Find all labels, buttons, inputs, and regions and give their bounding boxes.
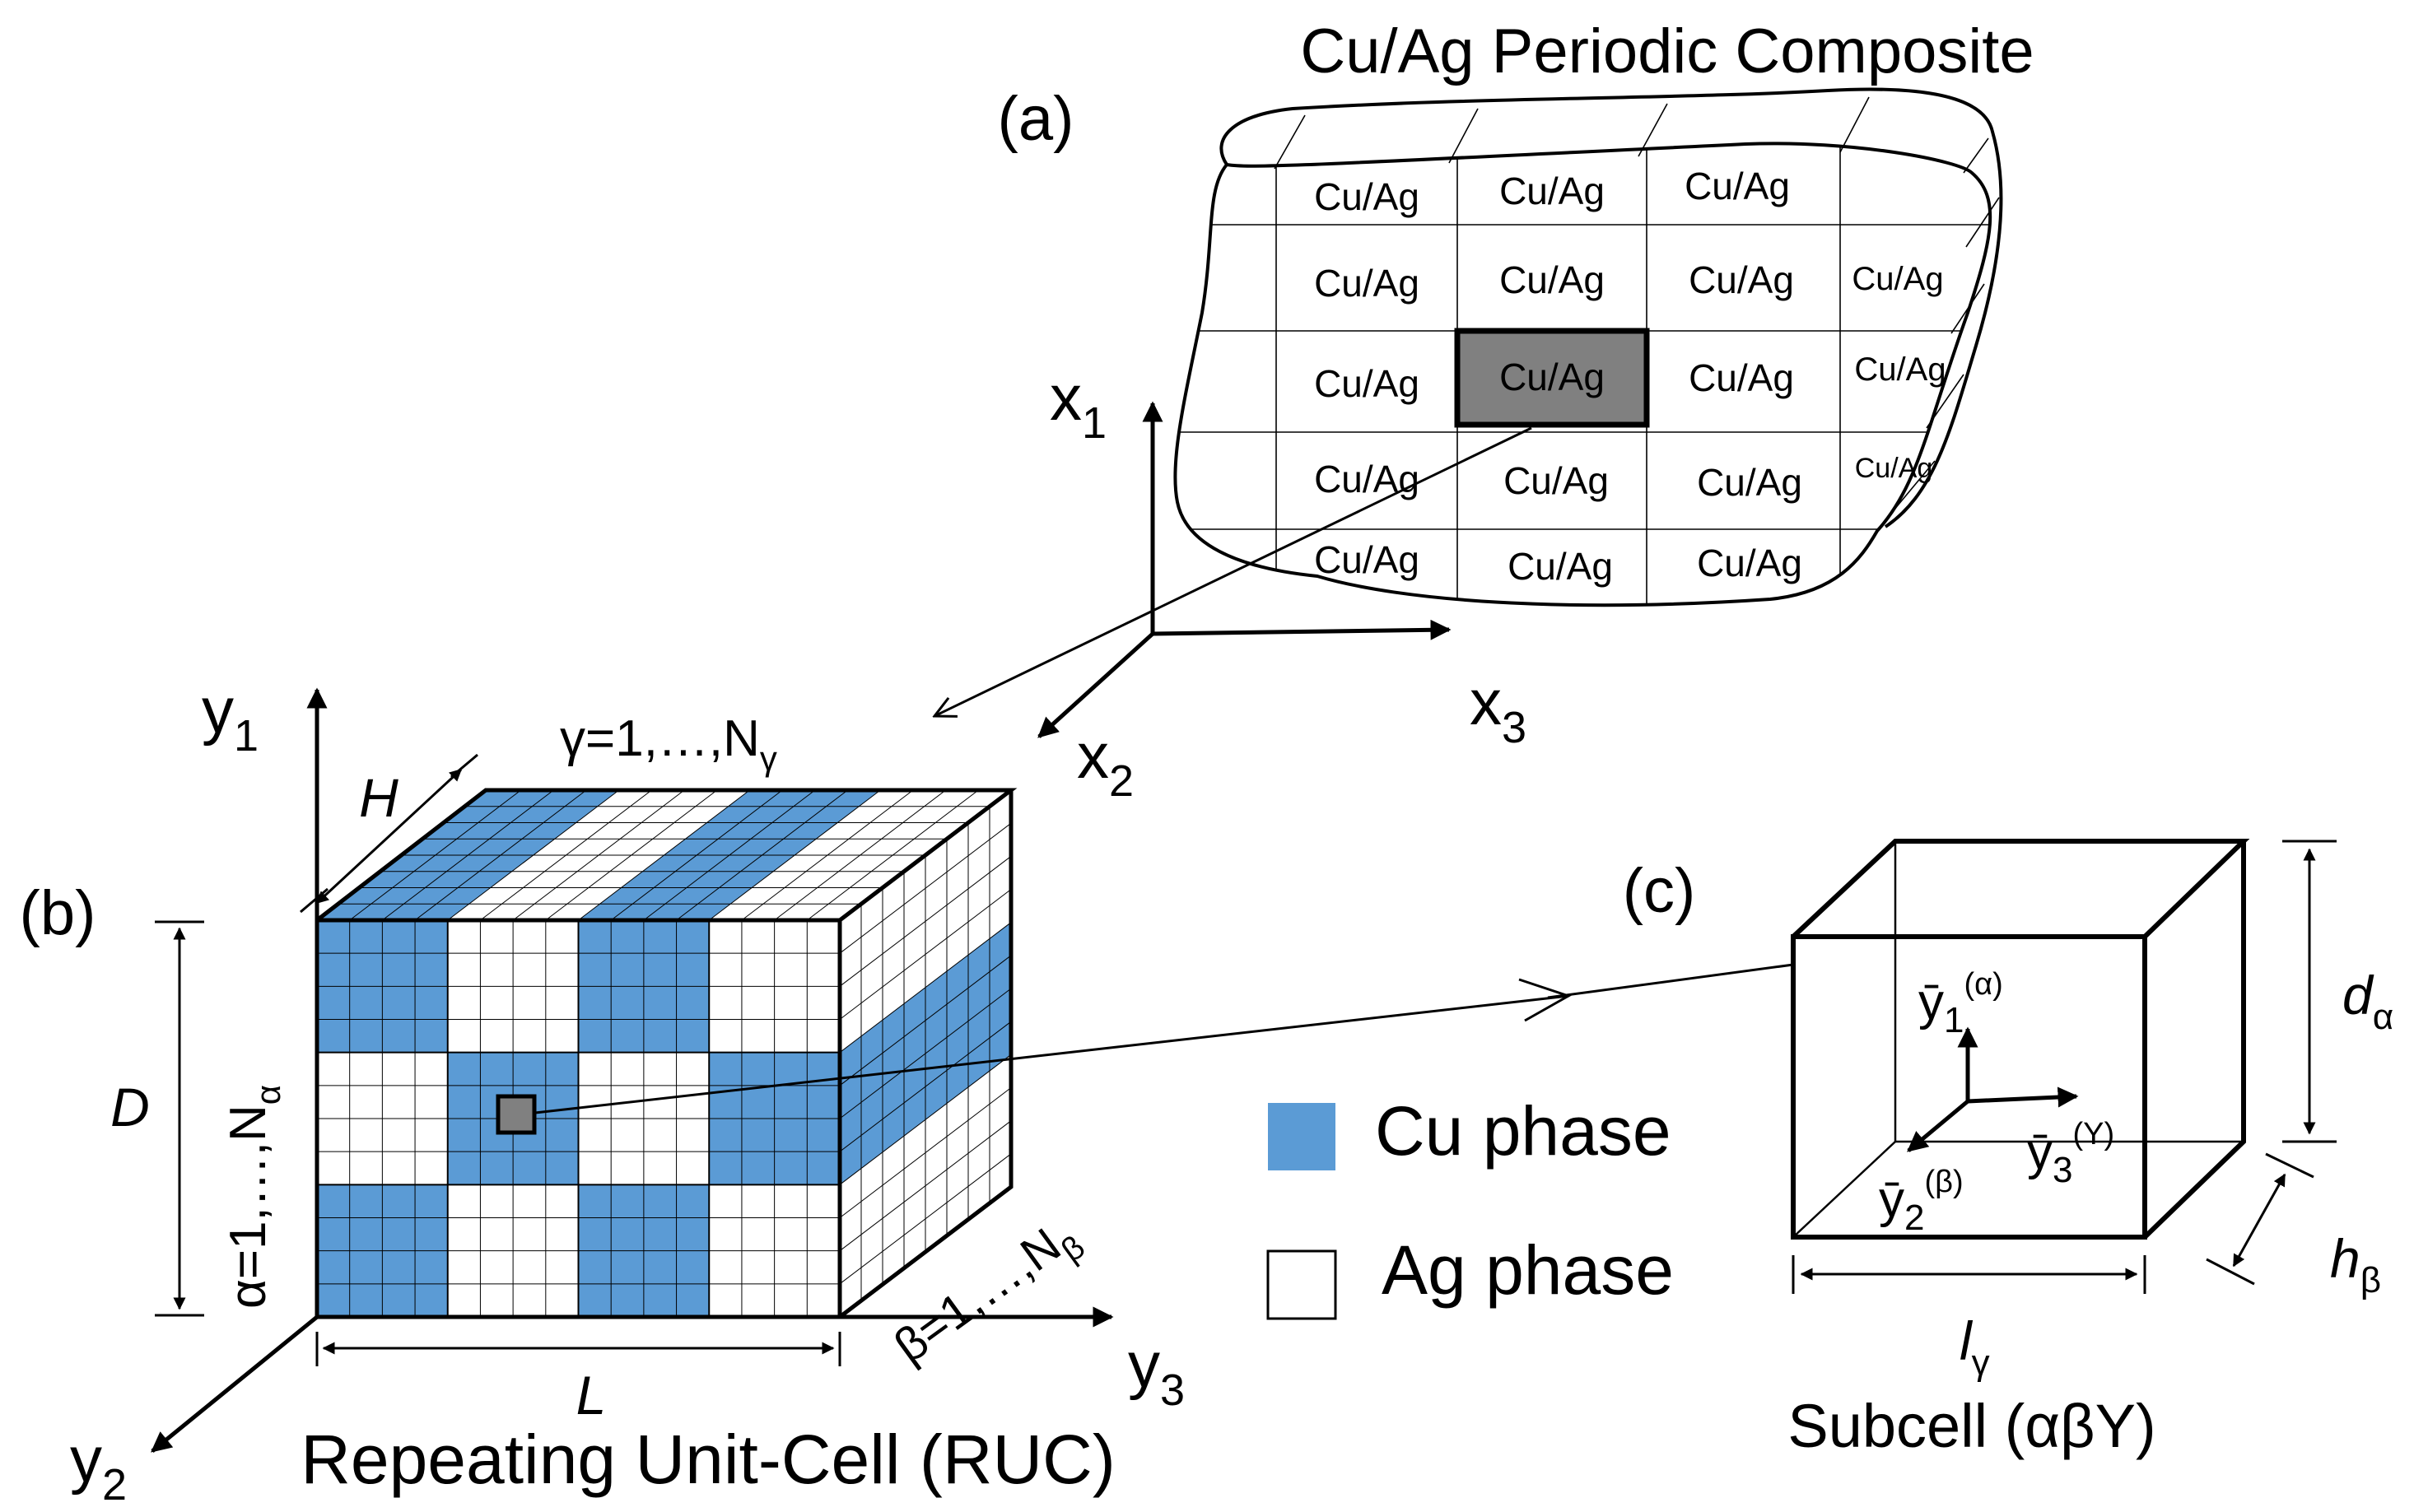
cell-label: Cu/Ag: [1697, 461, 1802, 504]
cell-label: Cu/Ag: [1855, 453, 1933, 484]
ruc-axis-labels: y1 y3 y2: [70, 674, 1185, 1510]
composite-front-outline: [1173, 142, 1992, 607]
axis-label-x3: x3: [1470, 666, 1526, 752]
ruc-side-grid-line: [839, 922, 1012, 1054]
ruc-caption: Repeating Unit-Cell (RUC): [301, 1421, 1116, 1498]
cell-label: Cu/Ag: [1499, 258, 1605, 301]
ruc-front-face: [317, 920, 840, 1317]
legend-swatch-ag: [1266, 1249, 1337, 1320]
cell-label: Cu/Ag: [1499, 170, 1605, 212]
dim-label-h: H: [359, 767, 398, 828]
cell-label: Cu/Ag: [1689, 258, 1794, 301]
ruc-side-grid-line: [839, 988, 1012, 1119]
ruc-side-grid-line: [839, 1087, 1012, 1218]
panel-label-a: (a): [998, 84, 1074, 154]
ruc-side-grid-line: [839, 855, 1012, 987]
subcell-axis-label-y1: ȳ1(α): [1918, 967, 2003, 1040]
cell-label: Cu/Ag: [1685, 165, 1790, 207]
cell-label: Cu/Ag: [1503, 459, 1609, 502]
global-axis-labels: x1 x3 x2: [1050, 361, 1526, 806]
legend-swatch-cu: [1268, 1103, 1335, 1170]
cell-label: Cu/Ag: [1852, 261, 1943, 297]
subcell-cube: [1791, 839, 2250, 1240]
panel-label-b: (b): [20, 878, 96, 948]
axis-label-x2: x2: [1077, 719, 1134, 806]
index-label-gamma: γ=1,…,Nγ: [560, 710, 777, 778]
dim-label-l: L: [576, 1365, 607, 1426]
subcell-caption: Subcell (αβΥ): [1787, 1392, 2155, 1460]
connector-subcell-arrow: [1547, 963, 1794, 999]
index-label-alpha: α=1,…,Nα: [220, 1085, 287, 1309]
axis-label-y2: y2: [70, 1423, 127, 1510]
composite-back-outline: [1219, 87, 2003, 528]
ruc-side-face: [839, 790, 1012, 1317]
connector-arrowhead: [1518, 978, 1572, 1022]
subcell-dim-label-l: lγ: [1960, 1310, 1990, 1383]
figure-title: Cu/Ag Periodic Composite: [1300, 16, 2034, 86]
connector-cell-to-ruc: [934, 426, 1532, 716]
ruc-cube: [315, 788, 1018, 1319]
axis-label-x1: x1: [1050, 361, 1107, 448]
cell-label: Cu/Ag: [1314, 538, 1419, 581]
cell-label: Cu/Ag: [1697, 542, 1802, 584]
ruc-side-grid-line: [839, 1120, 1012, 1252]
cell-label: Cu/Ag: [1689, 356, 1794, 399]
ruc-side-grid-line: [839, 889, 1012, 1020]
subcell-outline: [1791, 839, 2250, 1240]
highlighted-composite-cell: [1454, 328, 1650, 428]
legend-label-ag: Ag phase: [1382, 1231, 1674, 1309]
subcell-local-axes: [1907, 1026, 2079, 1152]
cell-label: Cu/Ag: [1314, 362, 1419, 405]
subcell-dim-label-d: dα: [2342, 965, 2393, 1037]
axis-label-y1: y1: [202, 674, 259, 761]
subcell-axis-label-y3: ȳ3(Υ): [2027, 1117, 2114, 1190]
panel-label-c: (c): [1623, 856, 1696, 926]
subcell-dim-label-h: hβ: [2330, 1228, 2381, 1300]
subcell-dimension-lines: [1792, 840, 2337, 1294]
ruc-side-grid-line: [839, 1054, 1012, 1185]
connector-ruc-to-subcell: [534, 994, 1569, 1114]
periodic-composite: Cu/Ag Cu/Ag Cu/Ag Cu/Ag Cu/Ag Cu/Ag Cu/A…: [1173, 87, 2003, 607]
phase-legend: Cu phase Ag phase: [1266, 1092, 1674, 1320]
dim-label-d: D: [110, 1077, 150, 1137]
global-axes: [1037, 401, 1452, 738]
cell-label: Cu/Ag: [1314, 262, 1419, 305]
ruc-side-grid-line: [839, 822, 1012, 954]
axis-label-y3: y3: [1128, 1328, 1185, 1415]
ruc-side-grid-line: [839, 955, 1012, 1086]
cell-label: Cu/Ag: [1314, 458, 1419, 500]
subcell-hidden-edge: [1792, 1141, 1896, 1238]
ruc-highlighted-subcell: [496, 1094, 537, 1135]
ruc-dimension-lines: [155, 753, 841, 1366]
legend-label-cu: Cu phase: [1375, 1092, 1671, 1170]
ruc-side-grid-line: [839, 1021, 1012, 1152]
ruc-side-grid-line: [839, 1153, 1012, 1285]
composite-cell-labels: Cu/Ag Cu/Ag Cu/Ag Cu/Ag Cu/Ag Cu/Ag Cu/A…: [1314, 165, 1946, 588]
cell-label: Cu/Ag: [1508, 545, 1613, 588]
cell-label: Cu/Ag: [1499, 356, 1605, 398]
subcell-axis-label-y2: ȳ2(β): [1879, 1165, 1964, 1238]
cell-label: Cu/Ag: [1854, 351, 1946, 388]
cell-label: Cu/Ag: [1314, 175, 1419, 218]
